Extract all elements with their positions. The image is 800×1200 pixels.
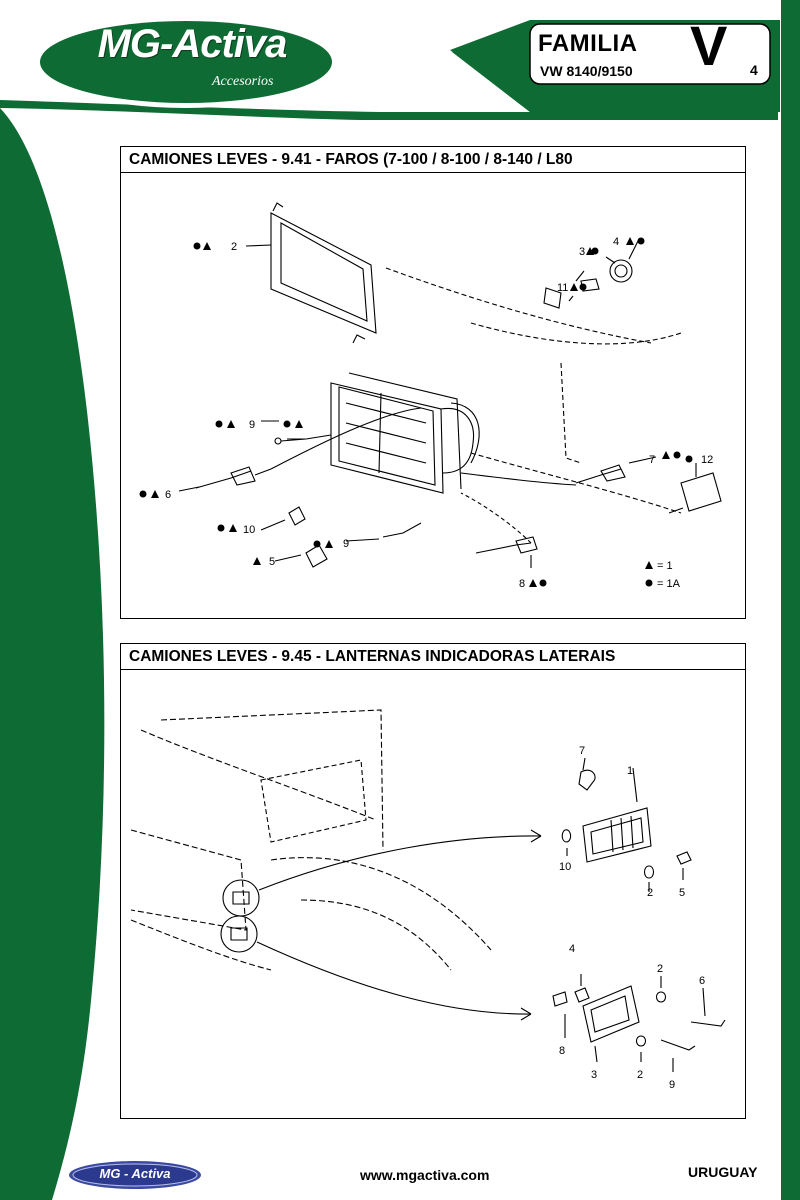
callout-label: 9: [343, 538, 349, 550]
vehicle-model: VW 8140/9150: [540, 63, 633, 79]
triangle-icon: [645, 561, 653, 569]
callout-label: 5: [679, 887, 685, 899]
callout-label: 6: [165, 489, 171, 501]
callout-label: 9: [249, 419, 255, 431]
symbol-legend: = 1 = 1A: [645, 560, 681, 590]
family-title: FAMILIA: [538, 30, 638, 57]
family-letter: V: [690, 14, 728, 77]
legend-entry: = 1: [657, 560, 673, 572]
brand-logo-text: MG-Activa: [97, 22, 288, 66]
legend-entry: = 1A: [657, 578, 681, 590]
callout-label: 9: [669, 1079, 675, 1091]
callout-label: 10: [559, 861, 571, 873]
callout-label: 11: [557, 282, 568, 294]
callout-label: 7: [579, 745, 585, 757]
callout-label: 5: [269, 556, 275, 568]
callout-label: 4: [569, 943, 575, 955]
callout-label: 10: [243, 524, 255, 536]
callout-label: 12: [701, 454, 713, 466]
side-lamp-exploded-diagram: 7 1 10 2 5 4 2 6 8 3 2 9: [130, 709, 726, 1091]
footer-country: URUGUAY: [688, 1164, 758, 1180]
callout-label: 8: [519, 578, 525, 590]
callout-label: 2: [647, 887, 653, 899]
callout-label: 8: [559, 1045, 565, 1057]
footer-logo-text: MG - Activa: [99, 1166, 171, 1181]
panel-title: CAMIONES LEVES - 9.41 - FAROS (7-100 / 8…: [121, 147, 745, 173]
callout-label: 2: [231, 241, 237, 253]
callout-label: 6: [699, 975, 705, 987]
callout-label: 2: [637, 1069, 643, 1081]
headlamp-exploded-diagram: 2 3 4 11 9 6 7 12 10 9 5 8: [139, 202, 722, 590]
callout-label: 7: [649, 454, 655, 466]
circle-icon: [645, 579, 653, 587]
callout-label: 4: [613, 236, 619, 248]
panel-title: CAMIONES LEVES - 9.45 - LANTERNAS INDICA…: [121, 644, 745, 670]
callout-label: 1: [627, 765, 633, 777]
callout-label: 3: [591, 1069, 597, 1081]
callout-label: 3: [579, 246, 585, 258]
panel-side-lamps: CAMIONES LEVES - 9.45 - LANTERNAS INDICA…: [120, 643, 746, 1119]
callout-label: 2: [657, 963, 663, 975]
website-link[interactable]: www.mgactiva.com: [360, 1167, 490, 1183]
family-number: 4: [750, 62, 758, 78]
panel-headlamps: CAMIONES LEVES - 9.41 - FAROS (7-100 / 8…: [120, 146, 746, 619]
brand-logo-subtitle: Accesorios: [212, 74, 274, 89]
